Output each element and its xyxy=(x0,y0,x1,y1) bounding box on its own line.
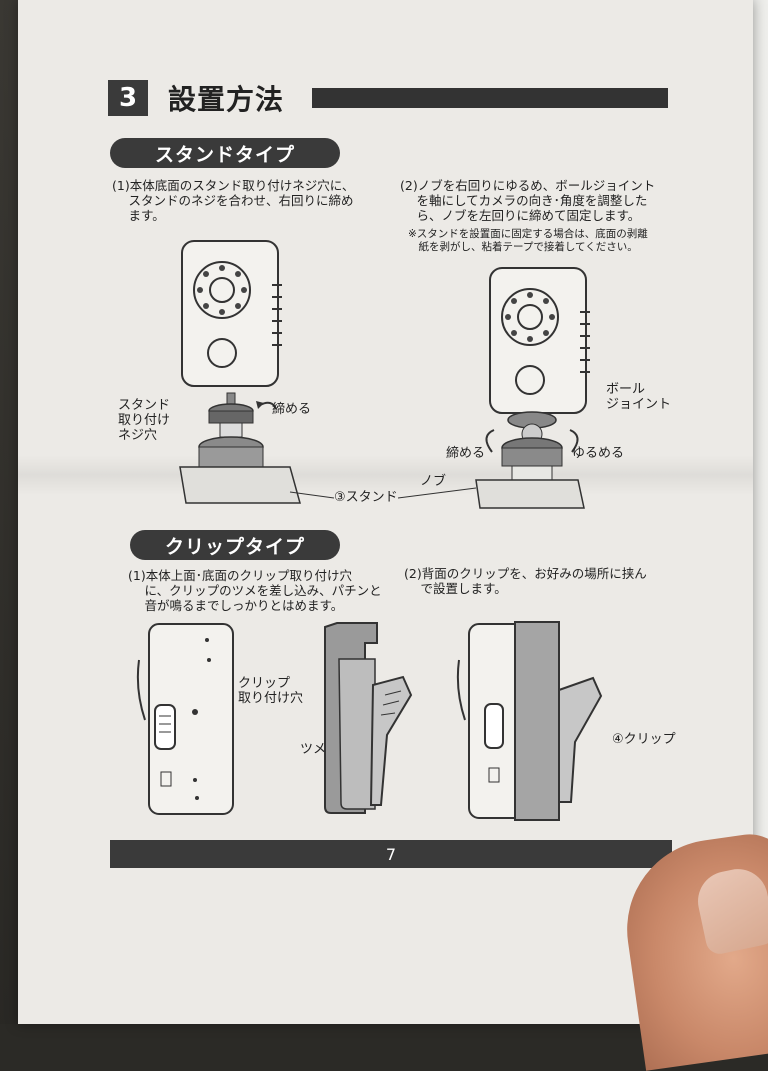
clip-type-heading: クリップタイプ xyxy=(130,530,340,560)
label-tab: ツメ xyxy=(300,742,327,757)
section-number: 3 xyxy=(108,80,148,116)
label-stand: ③スタンド xyxy=(334,490,398,505)
label-clip-hole: クリップ 取り付け穴 xyxy=(238,676,304,706)
clip-step-2: (2)背面のクリップを、お好みの場所に挟ん で設置します。 xyxy=(404,566,647,596)
label-loosen: ゆるめる xyxy=(572,446,625,461)
label-screw-hole: スタンド 取り付け ネジ穴 xyxy=(118,398,171,443)
page-number: 7 xyxy=(110,840,672,868)
label-tighten-2: 締める xyxy=(446,446,486,461)
clip-step-1: (1)本体上面･底面のクリップ取り付け穴 に、クリップのツメを差し込み、パチンと… xyxy=(128,568,382,613)
stand-adjust-illustration xyxy=(475,267,590,509)
stand-leader-lines xyxy=(289,487,477,499)
stand-step-2: (2)ノブを右回りにゆるめ、ボールジョイント を軸にしてカメラの向き･角度を調整… xyxy=(400,178,656,223)
section-title: 設置方法 xyxy=(168,83,285,116)
page-crease xyxy=(18,455,753,495)
label-clip: ④クリップ xyxy=(612,732,676,747)
label-knob: ノブ xyxy=(420,474,447,489)
stand-note: ※スタンドを設置面に固定する場合は、底面の剥離 紙を剥がし、粘着テープで接着して… xyxy=(408,228,648,253)
clip-part-illustration xyxy=(324,622,413,814)
camera-side-illustration xyxy=(136,623,234,815)
stand-attach-illustration xyxy=(179,240,301,504)
label-tighten-1: 締める xyxy=(272,402,312,417)
section-title-bar xyxy=(312,88,668,108)
stand-type-heading: スタンドタイプ xyxy=(110,138,340,168)
stand-step-1: (1)本体底面のスタンド取り付けネジ穴に、 スタンドのネジを合わせ、右回りに締め… xyxy=(112,178,355,223)
camera-with-clip-illustration xyxy=(456,621,603,821)
label-ball-joint: ボール ジョイント xyxy=(606,382,672,412)
